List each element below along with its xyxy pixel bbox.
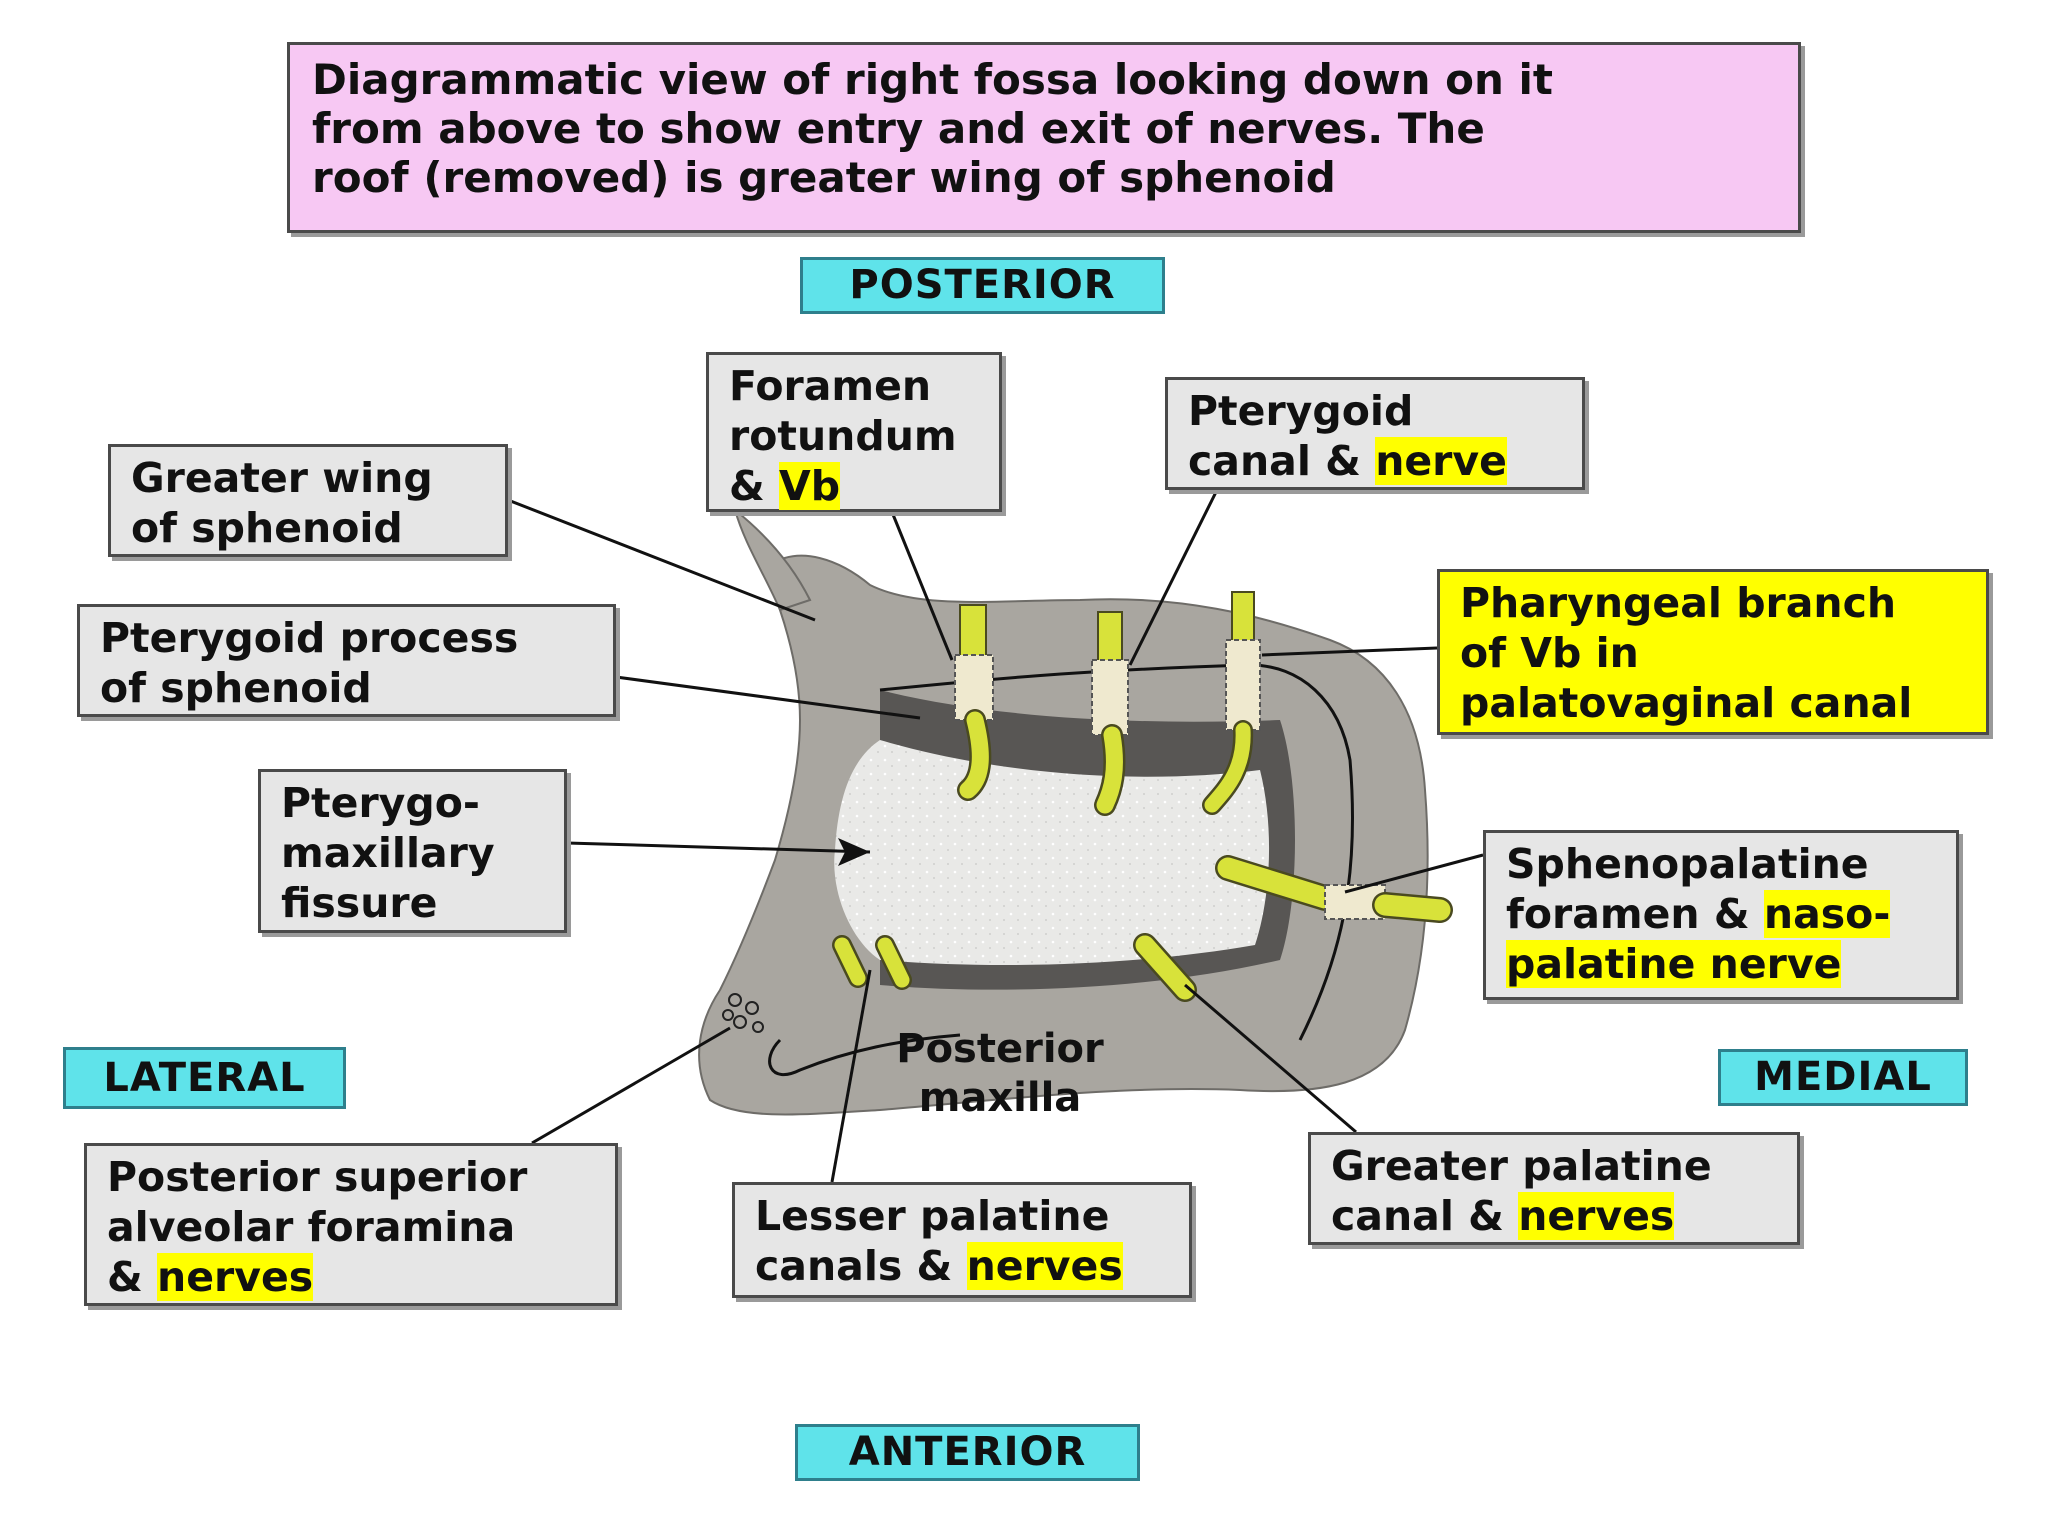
posterior-maxilla-line-2: maxilla xyxy=(918,1075,1082,1121)
sphenopalatine-prefix: foramen & xyxy=(1506,890,1764,938)
greater-palatine-line-2: canal & nerves xyxy=(1331,1191,1777,1241)
surface-line xyxy=(879,663,1355,1041)
lesser-palatine-highlight: nerves xyxy=(966,1242,1123,1290)
title-line-3: roof (removed) is greater wing of spheno… xyxy=(312,153,1336,202)
foramen-rotundum-prefix: & xyxy=(729,462,780,510)
sphenopalatine-line-3-text: palatine nerve xyxy=(1506,940,1842,988)
pterygoid-canal-prefix: canal & xyxy=(1188,437,1376,485)
pharyngeal-branch-line-1: Pharyngeal branch xyxy=(1460,579,1897,627)
label-foramen-rotundum: Foramen rotundum & Vb xyxy=(706,352,1002,512)
psa-foramina-dots xyxy=(722,993,764,1033)
fissure-arrowhead xyxy=(838,838,870,866)
greater-wing-line-1: Greater wing xyxy=(131,454,433,502)
direction-posterior: POSTERIOR xyxy=(800,257,1165,314)
nerve-pterygoid-canal xyxy=(1091,611,1129,816)
lesser-palatine-line-1: Lesser palatine xyxy=(755,1192,1110,1240)
pterygoid-canal-highlight: nerve xyxy=(1375,437,1507,485)
posterior-maxilla-line-1: Posterior xyxy=(896,1026,1104,1072)
pterygoid-process-line-2: of sphenoid xyxy=(100,664,372,712)
foramen-rotundum-line-3: & Vb xyxy=(729,461,979,511)
pterygomaxillary-line-1: Pterygo- xyxy=(281,779,480,827)
direction-medial: MEDIAL xyxy=(1718,1049,1968,1106)
label-posterior-maxilla: Posterior maxilla xyxy=(885,1025,1115,1123)
fossa-floor xyxy=(834,740,1270,965)
label-greater-wing: Greater wing of sphenoid xyxy=(108,444,508,557)
sphenopalatine-line-3: palatine nerve xyxy=(1506,939,1936,989)
nerve-foramen-rotundum xyxy=(954,604,994,801)
label-lesser-palatine: Lesser palatine canals & nerves xyxy=(732,1182,1192,1298)
sphenopalatine-line-1: Sphenopalatine xyxy=(1506,840,1869,888)
direction-anterior: ANTERIOR xyxy=(795,1424,1140,1481)
surface-line-lower xyxy=(768,1033,961,1077)
foramen-rotundum-line-2: rotundum xyxy=(729,412,957,460)
sphenopalatine-line-2: foramen & naso- xyxy=(1506,889,1936,939)
nerve-lesser-palatine xyxy=(832,935,912,990)
label-pharyngeal-branch: Pharyngeal branch of Vb in palatovaginal… xyxy=(1437,569,1989,735)
leader-lines xyxy=(507,487,1484,1183)
pterygomaxillary-line-2: maxillary xyxy=(281,829,495,877)
nerve-sphenopalatine xyxy=(1215,855,1453,923)
title-line-1: Diagrammatic view of right fossa looking… xyxy=(312,55,1553,104)
direction-lateral: LATERAL xyxy=(63,1047,346,1109)
pharyngeal-branch-line-3: palatovaginal canal xyxy=(1460,679,1913,727)
psa-highlight: nerves xyxy=(157,1253,314,1301)
psa-line-3: & nerves xyxy=(107,1252,595,1302)
lesser-palatine-line-2: canals & nerves xyxy=(755,1241,1169,1291)
psa-line-1: Posterior superior xyxy=(107,1153,528,1201)
label-pterygoid-process: Pterygoid process of sphenoid xyxy=(77,604,616,717)
pterygoid-canal-line-2: canal & nerve xyxy=(1188,436,1562,486)
psa-line-2: alveolar foramina xyxy=(107,1203,516,1251)
label-sphenopalatine: Sphenopalatine foramen & naso- palatine … xyxy=(1483,830,1959,1000)
label-greater-palatine: Greater palatine canal & nerves xyxy=(1308,1132,1800,1245)
label-pterygoid-canal: Pterygoid canal & nerve xyxy=(1165,377,1585,490)
greater-palatine-highlight: nerves xyxy=(1518,1192,1675,1240)
greater-palatine-line-1: Greater palatine xyxy=(1331,1142,1712,1190)
pterygoid-process-line-1: Pterygoid process xyxy=(100,614,519,662)
pterygomaxillary-line-3: fissure xyxy=(281,879,438,927)
psa-prefix: & xyxy=(107,1253,158,1301)
label-posterior-superior-alveolar: Posterior superior alveolar foramina & n… xyxy=(84,1143,618,1306)
pterygoid-canal-line-1: Pterygoid xyxy=(1188,387,1414,435)
nerve-pharyngeal-branch xyxy=(1202,591,1261,815)
title-line-2: from above to show entry and exit of ner… xyxy=(312,104,1485,153)
nerve-greater-palatine xyxy=(1133,933,1197,1002)
lesser-palatine-prefix: canals & xyxy=(755,1242,967,1290)
greater-wing-spur xyxy=(733,507,812,612)
greater-wing-line-2: of sphenoid xyxy=(131,504,403,552)
label-pterygomaxillary-fissure: Pterygo- maxillary fissure xyxy=(258,769,567,933)
foramen-rotundum-line-1: Foramen xyxy=(729,362,932,410)
sphenopalatine-highlight: naso- xyxy=(1763,890,1891,938)
pharyngeal-branch-line-2: of Vb in xyxy=(1460,629,1639,677)
foramen-rotundum-highlight: Vb xyxy=(779,462,841,510)
title-box: Diagrammatic view of right fossa looking… xyxy=(287,42,1801,233)
greater-palatine-prefix: canal & xyxy=(1331,1192,1519,1240)
